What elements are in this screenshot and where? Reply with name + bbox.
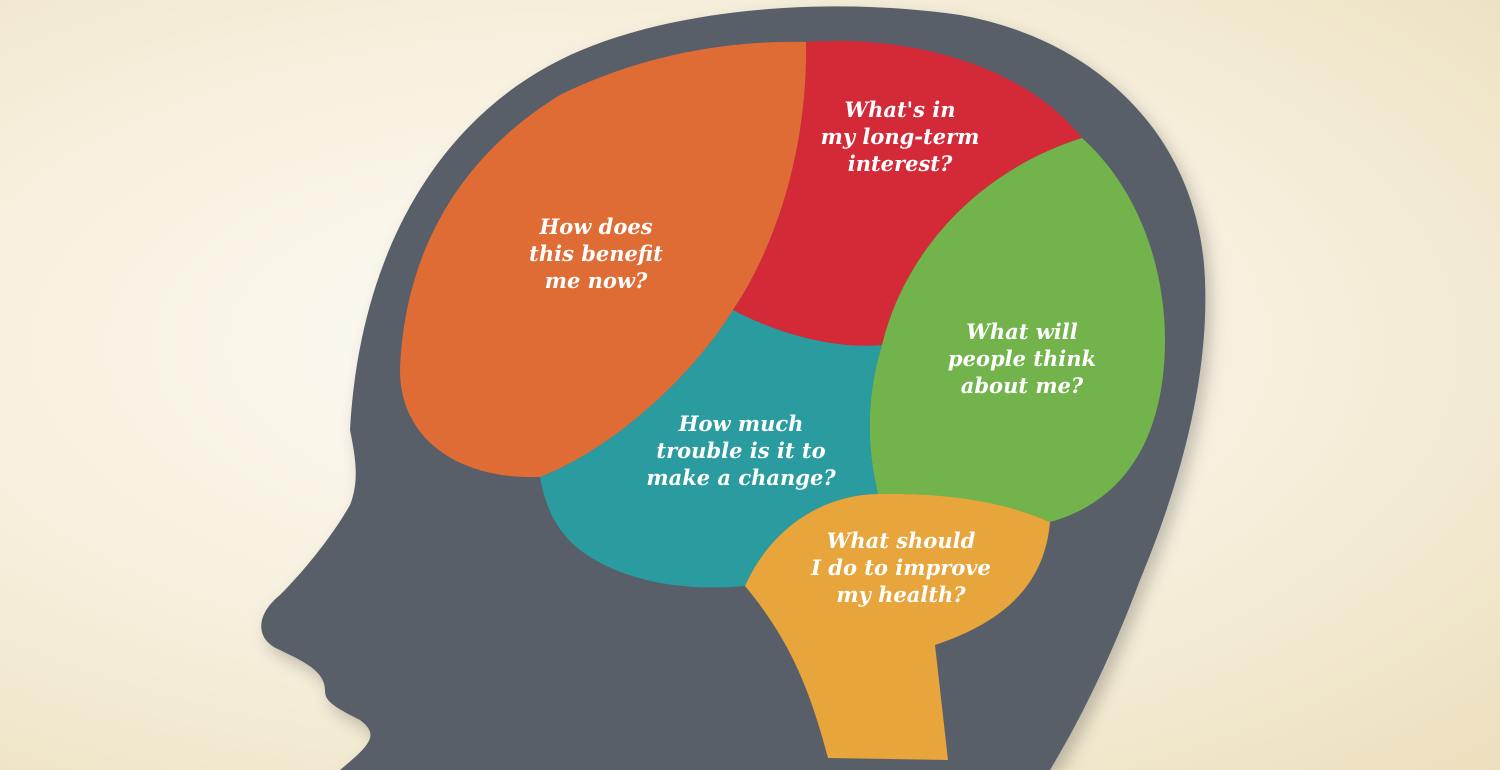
region-people-think xyxy=(869,138,1165,522)
region-trouble-change xyxy=(540,310,882,588)
label-line: How much xyxy=(678,411,804,436)
label-line: What's in xyxy=(845,97,956,122)
label-line: my health? xyxy=(836,582,966,607)
region-label-people-think: What will people think about me? xyxy=(948,319,1096,398)
label-line: make a change? xyxy=(646,465,836,490)
region-benefit-now xyxy=(400,41,807,478)
label-line: my long-term xyxy=(821,124,980,149)
region-label-long-term: What's in my long-term interest? xyxy=(821,97,980,176)
label-line: What should xyxy=(827,528,976,553)
label-line: this benefit xyxy=(529,241,663,266)
region-label-improve-health: What should I do to improve my health? xyxy=(810,528,991,607)
label-line: people think xyxy=(948,346,1096,371)
label-line: me now? xyxy=(545,268,648,293)
label-line: interest? xyxy=(848,151,953,176)
label-line: What will xyxy=(966,319,1078,344)
region-label-trouble-change: How much trouble is it to make a change? xyxy=(646,411,836,490)
region-improve-health xyxy=(745,493,1050,760)
label-line: How does xyxy=(538,214,652,239)
region-label-benefit-now: How does this benefit me now? xyxy=(529,214,663,293)
region-long-term xyxy=(733,40,1082,346)
label-line: I do to improve xyxy=(810,555,991,580)
label-line: about me? xyxy=(961,373,1084,398)
label-line: trouble is it to xyxy=(656,438,825,463)
